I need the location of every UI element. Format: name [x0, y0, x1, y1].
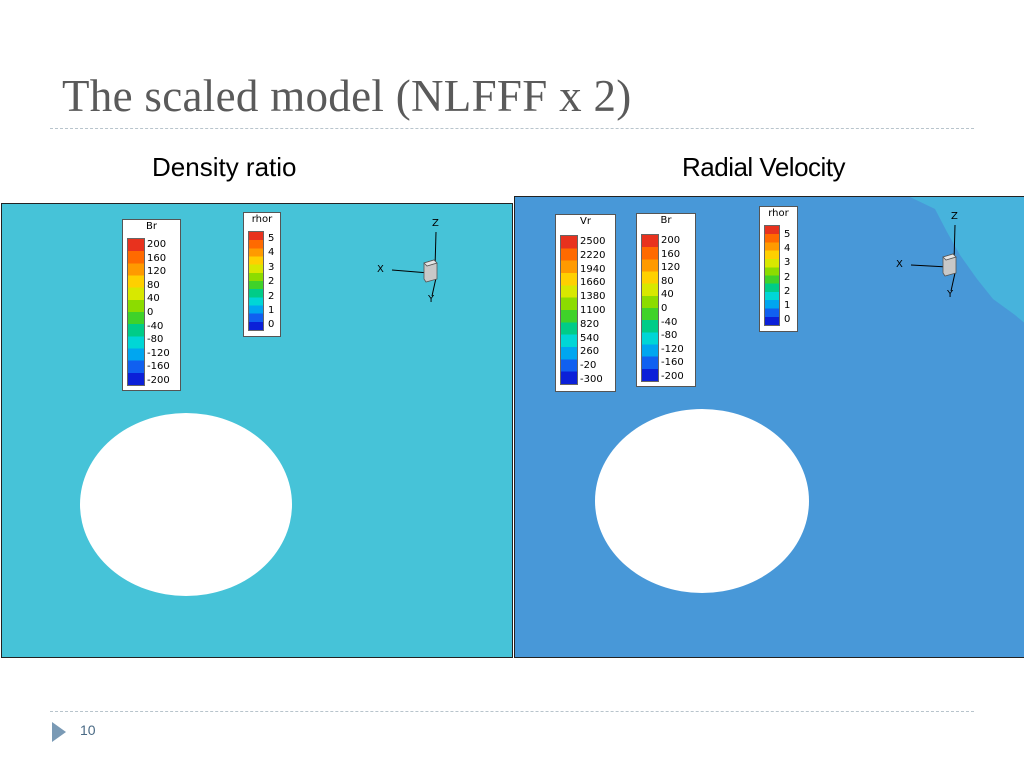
legend-tick-label: 200	[661, 235, 681, 246]
left-subtitle: Density ratio	[152, 152, 297, 182]
legend-tick-label: 820	[580, 318, 600, 330]
legend-tick-label: -200	[661, 371, 684, 382]
legend-tick-label: 4	[784, 243, 791, 255]
legend-tick-label: 80	[147, 279, 160, 291]
legend-tick-label: 0	[784, 314, 791, 326]
slide-arrow-icon	[52, 722, 66, 742]
legend-tick-label: 1100	[580, 305, 606, 316]
rhor-colorbar	[248, 231, 264, 331]
legend-tick-label: 0	[661, 303, 668, 314]
legend-tick-label: 200	[147, 239, 167, 250]
legend-tick-label: -40	[661, 316, 678, 328]
footer-divider	[50, 711, 974, 712]
axis-triad: Z X Y	[893, 207, 963, 302]
legend-tick-label: 2	[784, 271, 791, 283]
legend-tick-label: 2	[268, 290, 275, 302]
legend-tick-label: 5	[268, 233, 275, 244]
high-velocity-region	[910, 197, 1024, 323]
axis-triad: Z X Y	[374, 216, 444, 311]
legend-tick-label: 2500	[580, 236, 606, 247]
axis-z-label: Z	[432, 218, 439, 229]
legend-tick-label: 40	[147, 293, 160, 305]
occulted-disk	[80, 413, 292, 596]
legend-tick-label: 1940	[580, 263, 606, 275]
br-legend-title: Br	[660, 215, 672, 226]
legend-tick-label: 2	[268, 276, 275, 288]
rhor-legend-title: rhor	[768, 208, 789, 219]
legend-tick-label: 2	[784, 285, 791, 297]
legend-tick-label: 1	[784, 300, 791, 311]
slide-title: The scaled model (NLFFF x 2)	[62, 71, 632, 121]
axis-x-label: X	[377, 264, 384, 275]
legend-tick-label: 0	[268, 319, 275, 331]
legend-tick-label: 0	[147, 307, 154, 318]
legend-tick-label: 40	[661, 289, 674, 301]
legend-tick-label: -40	[147, 320, 164, 332]
right-subtitle: Radial Velocity	[682, 152, 846, 182]
rhor-legend: rhor 5 4 3 2 2 1 0	[243, 212, 281, 337]
rhor-legend: rhor 5 4 3 2 2 1 0	[759, 206, 798, 332]
legend-tick-label: -160	[147, 361, 170, 373]
legend-tick-label: 120	[661, 262, 681, 274]
legend-tick-label: 1380	[580, 291, 606, 303]
legend-tick-label: -200	[147, 375, 170, 386]
legend-tick-label: -20	[580, 360, 597, 372]
title-divider	[50, 128, 974, 129]
legend-tick-label: 5	[784, 229, 791, 240]
rhor-legend-title: rhor	[251, 214, 273, 225]
legend-tick-label: 120	[147, 266, 167, 278]
br-colorbar	[127, 238, 145, 386]
legend-tick-label: 3	[268, 261, 275, 273]
vr-colorbar	[560, 235, 578, 385]
legend-tick-label: -80	[147, 334, 164, 346]
legend-tick-label: 160	[147, 252, 167, 264]
legend-tick-label: 3	[784, 257, 791, 269]
axis-x-label: X	[896, 259, 903, 270]
legend-tick-label: 160	[661, 248, 681, 260]
axis-z-label: Z	[951, 211, 958, 222]
rhor-colorbar	[764, 225, 780, 326]
axis-y-label: Y	[947, 289, 954, 300]
legend-tick-label: 80	[661, 275, 674, 287]
axis-y-label: Y	[428, 294, 435, 305]
axis-triad-icon	[391, 231, 438, 297]
legend-tick-label: 4	[268, 247, 275, 259]
br-legend-title: Br	[146, 221, 157, 232]
legend-tick-label: -160	[661, 357, 684, 369]
legend-tick-label: 260	[580, 346, 600, 358]
vr-legend: Vr 2500 2220 1940 1660 1380 1100 820 540 260 -20 -…	[555, 214, 616, 392]
vr-legend-title: Vr	[580, 216, 591, 227]
legend-tick-label: -300	[580, 374, 603, 385]
occulted-disk	[595, 409, 809, 593]
legend-tick-label: -80	[661, 330, 678, 342]
legend-tick-label: -120	[661, 343, 684, 355]
legend-tick-label: -120	[147, 347, 170, 359]
axis-triad-icon	[910, 224, 957, 292]
page-number: 10	[80, 722, 96, 738]
br-colorbar	[641, 234, 659, 382]
legend-tick-label: 2220	[580, 249, 606, 261]
legend-tick-label: 540	[580, 332, 600, 344]
legend-tick-label: 1660	[580, 277, 606, 289]
legend-tick-label: 1	[268, 305, 275, 316]
